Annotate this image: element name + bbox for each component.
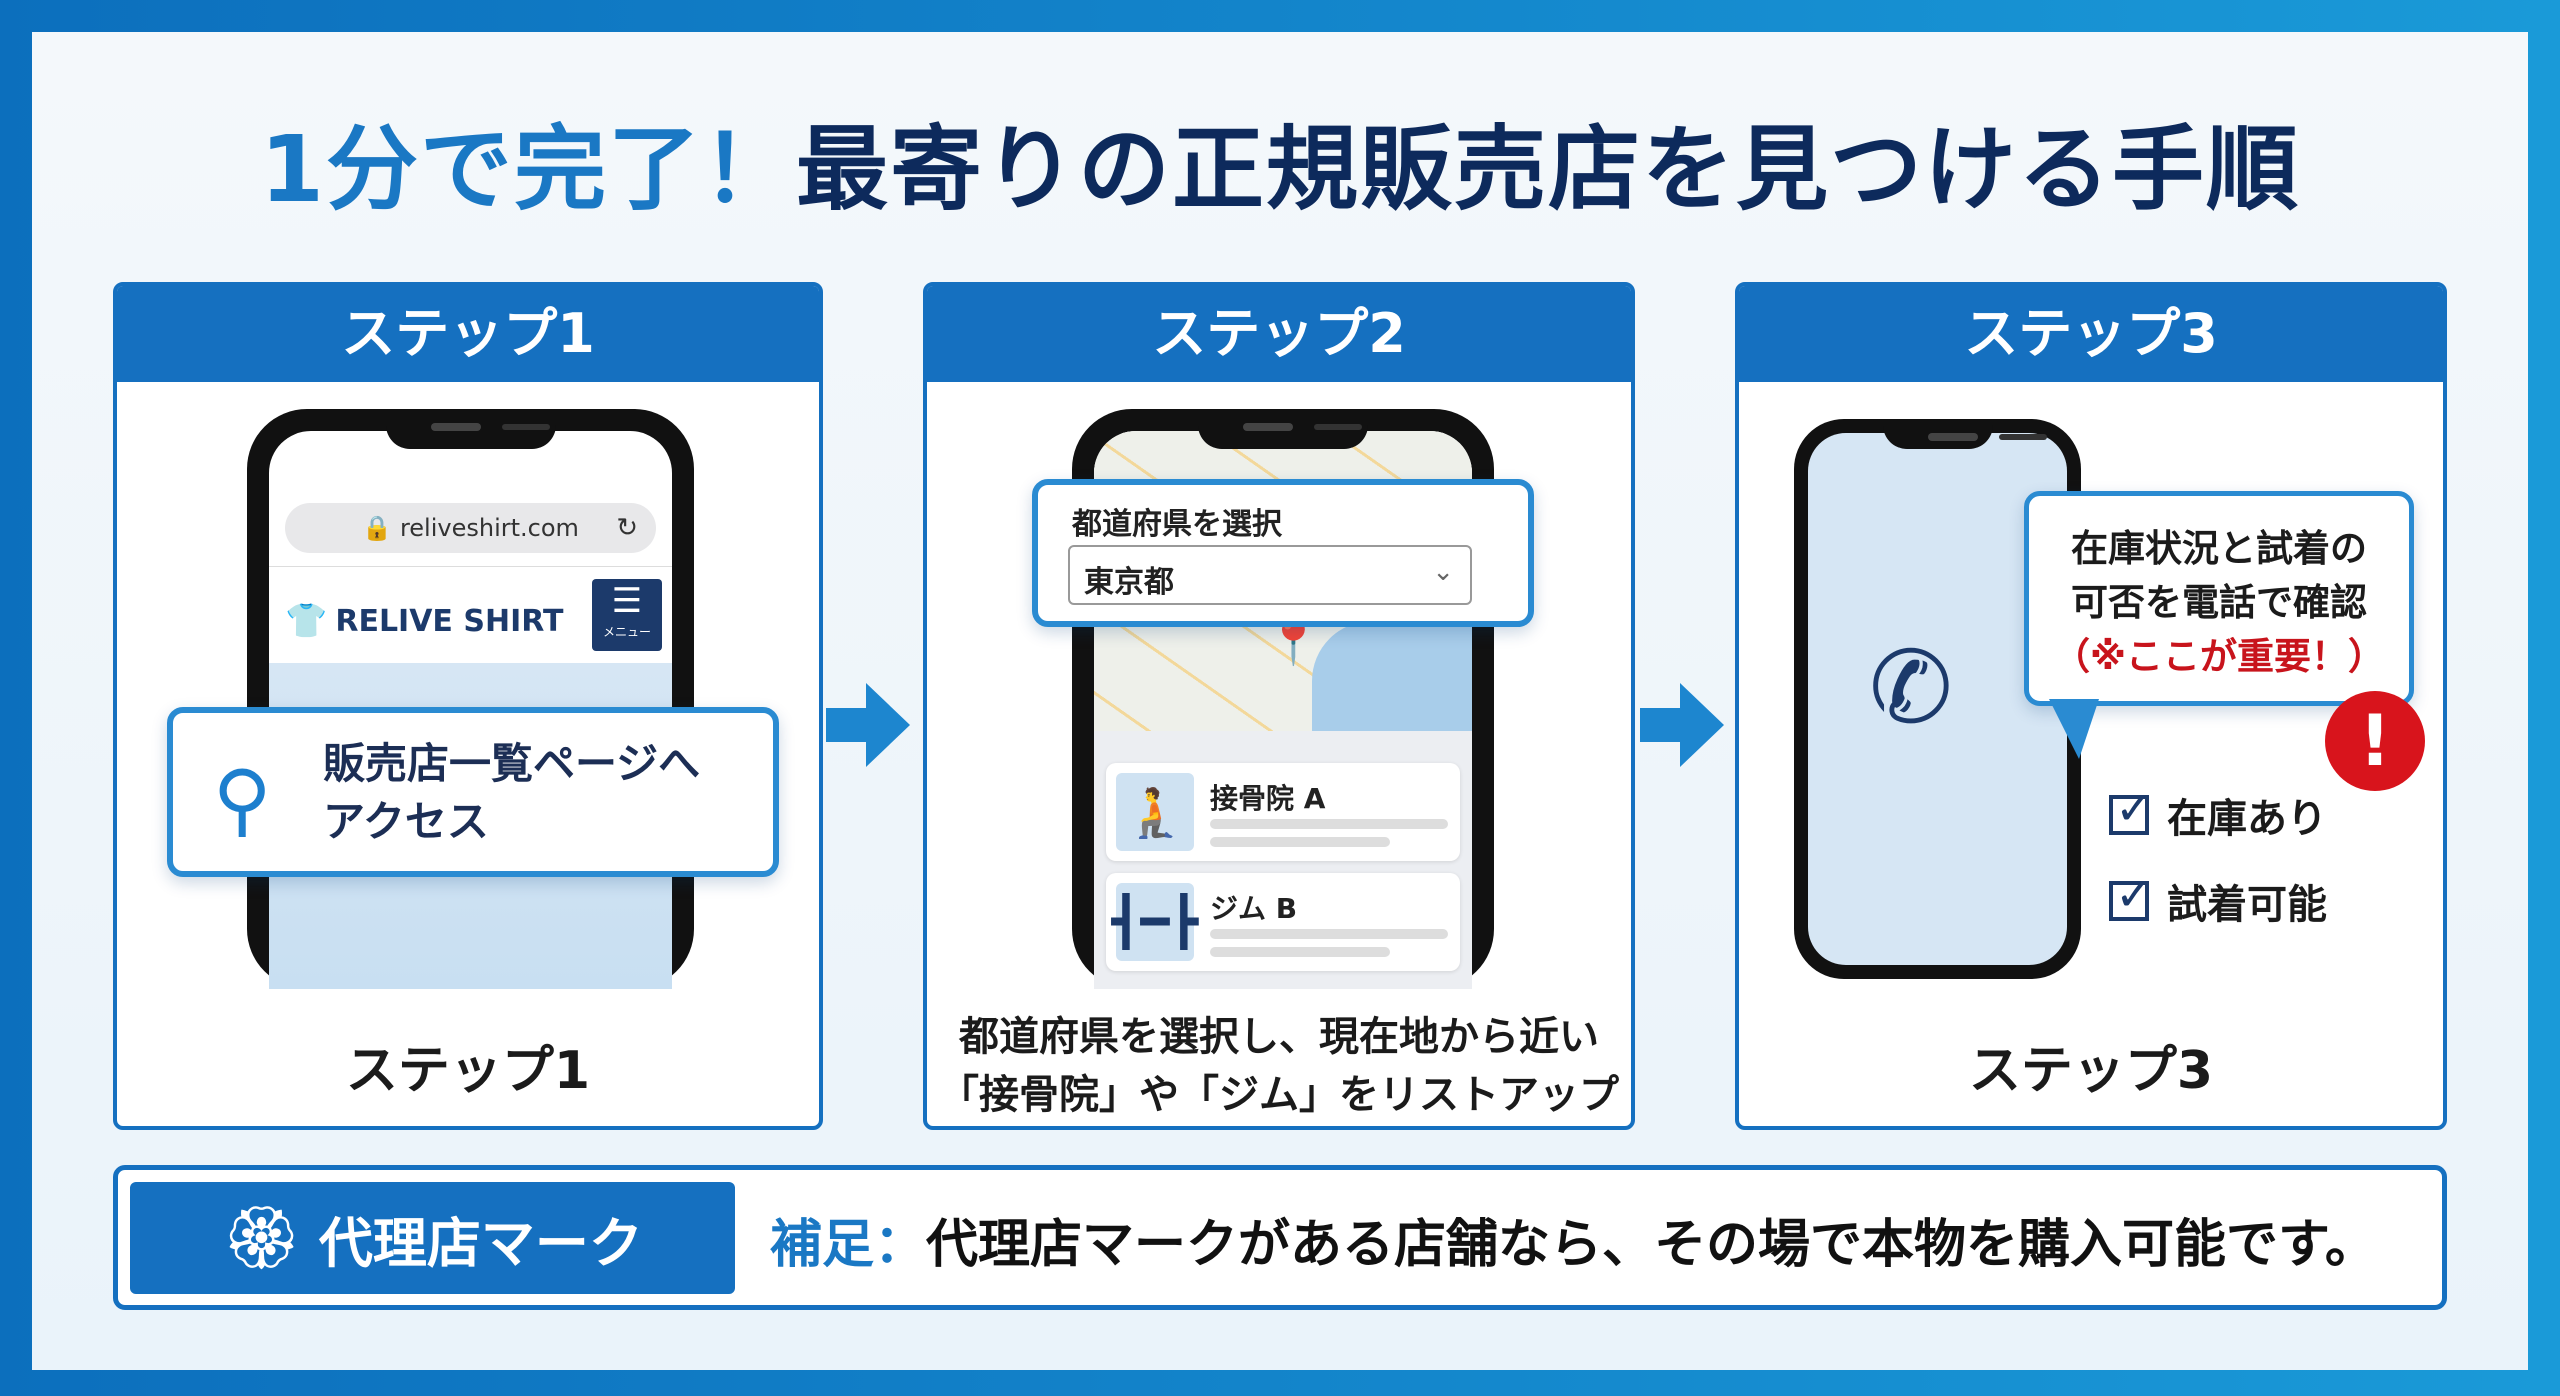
check-item: 在庫あり (2109, 781, 2327, 844)
arrow-right-icon (1640, 683, 1724, 767)
bubble-line2: 可否を電話で確認 (2071, 581, 2367, 624)
select-label: 都道府県を選択 (1072, 507, 1282, 542)
step2-card: ステップ2 📍 🧎 接骨院 A ┫━┣ ジム B 都道府県を選択 東京都 ⌄ (923, 282, 1635, 1130)
callout-line2: アクセス (323, 797, 489, 846)
list-item-name: ジム B (1210, 892, 1298, 925)
list-item[interactable]: 🧎 接骨院 A (1106, 763, 1460, 861)
list-item-name: 接骨院 A (1210, 782, 1326, 815)
award-badge-icon: 🏵 (222, 1201, 301, 1274)
step2-caption-line1: 都道府県を選択し、現在地から近い (959, 1014, 1599, 1060)
dumbbell-icon: ┫━┣ (1112, 883, 1198, 961)
step1-caption: ステップ1 (345, 1041, 591, 1101)
step2-caption-line2: 「接骨院」や「ジム」をリストアップ (939, 1072, 1619, 1118)
phone-call-icon: ✆ (1869, 629, 1953, 746)
search-icon: ⚲ (213, 753, 272, 846)
step3-header: ステップ3 (1739, 286, 2443, 382)
alert-icon: ! (2325, 691, 2425, 791)
footer-note: 🏵 代理店マーク 補足：代理店マークがある店舗なら、その場で本物を購入可能です。 (113, 1165, 2447, 1310)
phone-notch (385, 409, 556, 449)
agency-mark-badge: 🏵 代理店マーク (130, 1182, 735, 1294)
bubble-line1: 在庫状況と試着の (2071, 527, 2367, 570)
brand-logo[interactable]: 👕 RELIVE SHIRT (285, 601, 563, 641)
select-value: 東京都 (1084, 565, 1174, 600)
checkbox-checked-icon (2109, 781, 2154, 835)
title-accent: 1分で完了！ (259, 116, 796, 223)
menu-label: メニュー (602, 625, 651, 639)
brand-name: RELIVE SHIRT (335, 603, 564, 639)
shirt-icon: 👕 (285, 601, 328, 641)
reload-icon[interactable]: ↻ (616, 513, 638, 543)
callout-line1: 販売店一覧ページへ (323, 739, 701, 788)
checkbox-checked-icon (2109, 867, 2154, 921)
speech-bubble: 在庫状況と試着の 可否を電話で確認 （※ここが重要！） (2024, 491, 2414, 706)
prefecture-select-popup: 都道府県を選択 東京都 ⌄ (1032, 479, 1534, 627)
phone-notch (1198, 409, 1368, 449)
bubble-tail (2049, 699, 2099, 759)
hamburger-icon: ☰ (611, 581, 643, 621)
prefecture-select[interactable]: 東京都 ⌄ (1068, 545, 1472, 605)
step1-card: ステップ1 🔒reliveshirt.com ↻ 👕 RELIVE SHIRT … (113, 282, 823, 1130)
menu-button[interactable]: ☰ メニュー (592, 579, 662, 651)
url-bar[interactable]: 🔒reliveshirt.com ↻ (285, 503, 656, 553)
phone-notch (1882, 419, 1993, 449)
url-text: reliveshirt.com (399, 514, 579, 542)
step1-header: ステップ1 (117, 286, 819, 382)
step3-caption: ステップ3 (1968, 1041, 2214, 1101)
step2-header: ステップ2 (927, 286, 1631, 382)
note-text: 代理店マークがある店舗なら、その場で本物を購入可能です。 (926, 1215, 2377, 1275)
step3-phone: ✆ (1794, 419, 2081, 979)
page-title: 1分で完了！最寄りの正規販売店を見つける手順 (0, 95, 2560, 228)
check-item: 試着可能 (2109, 867, 2327, 930)
map-water (1312, 621, 1472, 731)
step1-callout: ⚲ 販売店一覧ページへ アクセス (167, 707, 779, 877)
step3-card: ステップ3 ✆ 在庫状況と試着の 可否を電話で確認 （※ここが重要！） ! 在庫… (1735, 282, 2447, 1130)
chevron-down-icon: ⌄ (1432, 557, 1454, 587)
title-main: 最寄りの正規販売店を見つける手順 (796, 116, 2301, 223)
step1-phone: 🔒reliveshirt.com ↻ 👕 RELIVE SHIRT ☰ メニュー (247, 409, 694, 989)
note-label: 補足： (770, 1215, 927, 1275)
lock-icon: 🔒 (362, 514, 392, 542)
badge-label: 代理店マーク (318, 1211, 643, 1275)
bubble-note: （※ここが重要！） (2053, 635, 2385, 678)
arrow-right-icon (826, 683, 910, 767)
list-item[interactable]: ┫━┣ ジム B (1106, 873, 1460, 971)
stretch-person-icon: 🧎 (1116, 773, 1194, 851)
